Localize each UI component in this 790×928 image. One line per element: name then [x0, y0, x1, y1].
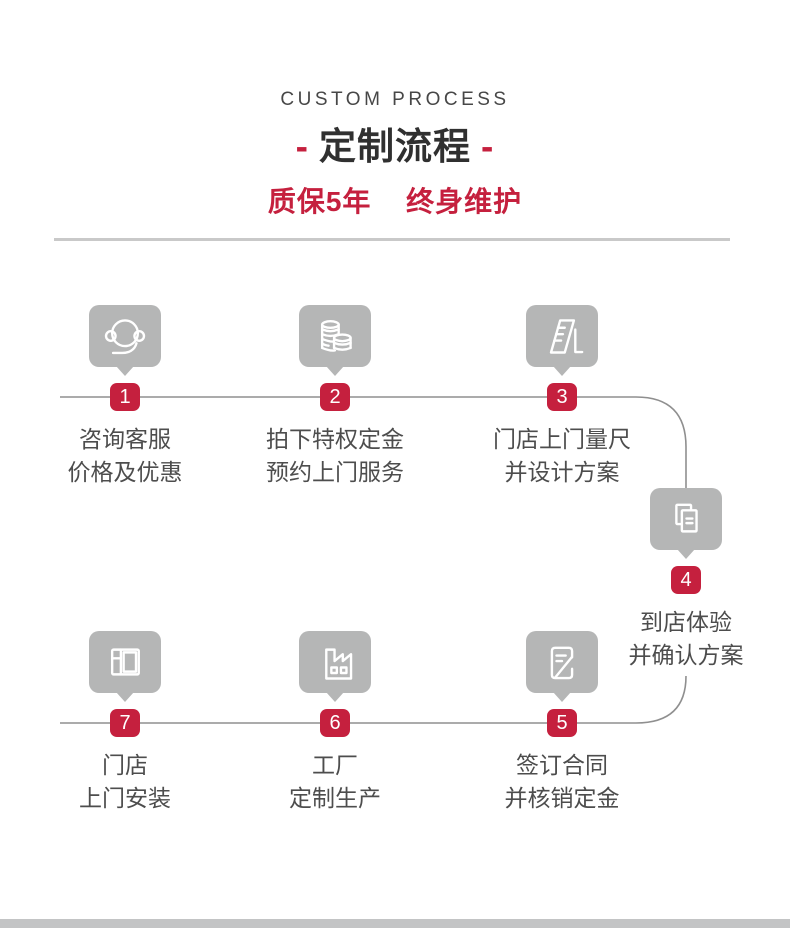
step-label: 门店上门量尺 并设计方案 — [462, 423, 662, 489]
step-2: 2 拍下特权定金 预约上门服务 — [235, 305, 435, 489]
step-4: 4 到店体验 并确认方案 — [586, 488, 786, 672]
step-label-line-2: 并确认方案 — [628, 642, 744, 668]
step-label: 门店 上门安装 — [25, 749, 225, 815]
step-label-line-1: 门店上门量尺 — [493, 426, 631, 452]
step-label-line-2: 上门安装 — [79, 785, 171, 811]
step-label-line-1: 工厂 — [312, 752, 358, 778]
step-number-badge: 4 — [671, 566, 701, 594]
step-5: 5 签订合同 并核销定金 — [462, 631, 662, 815]
step-number-badge: 2 — [320, 383, 350, 411]
icon-bubble-tail — [326, 366, 344, 376]
step-label-line-2: 预约上门服务 — [266, 459, 404, 485]
step-label-line-1: 门店 — [102, 752, 148, 778]
step-number-badge: 1 — [110, 383, 140, 411]
section-title: 定制流程 — [319, 126, 471, 167]
section-tagline: 质保5年 终身维护 — [0, 180, 790, 220]
step-label-line-2: 并核销定金 — [504, 785, 620, 811]
contract-icon — [526, 631, 598, 702]
step-number-badge: 3 — [547, 383, 577, 411]
step-label-line-2: 并设计方案 — [504, 459, 620, 485]
section-title-row: -定制流程- — [0, 116, 790, 170]
step-number-badge: 5 — [547, 709, 577, 737]
step-label-line-1: 拍下特权定金 — [266, 426, 404, 452]
step-3: 3 门店上门量尺 并设计方案 — [462, 305, 662, 489]
factory-icon — [299, 631, 371, 702]
step-label-line-1: 到店体验 — [640, 609, 732, 635]
step-label: 工厂 定制生产 — [235, 749, 435, 815]
step-label: 签订合同 并核销定金 — [462, 749, 662, 815]
coins-icon — [299, 305, 371, 376]
ruler-icon — [526, 305, 598, 376]
documents-icon — [650, 488, 722, 559]
step-label-line-2: 定制生产 — [289, 785, 381, 811]
headset-icon — [89, 305, 161, 376]
step-label: 咨询客服 价格及优惠 — [25, 423, 225, 489]
title-dash-left: - — [295, 126, 309, 167]
step-number-badge: 6 — [320, 709, 350, 737]
step-label-line-2: 价格及优惠 — [67, 459, 183, 485]
icon-bubble-tail — [553, 692, 571, 702]
section-eyebrow: CUSTOM PROCESS — [280, 89, 510, 110]
step-1: 1 咨询客服 价格及优惠 — [25, 305, 225, 489]
step-label: 拍下特权定金 预约上门服务 — [235, 423, 435, 489]
step-6: 6 工厂 定制生产 — [235, 631, 435, 815]
step-label-line-1: 咨询客服 — [79, 426, 171, 452]
header-divider — [54, 238, 730, 241]
step-label: 到店体验 并确认方案 — [586, 606, 786, 672]
tagline-warranty: 质保5年 — [267, 186, 372, 217]
step-7: 7 门店 上门安装 — [25, 631, 225, 815]
icon-bubble-tail — [116, 692, 134, 702]
step-number-badge: 7 — [110, 709, 140, 737]
icon-bubble-tail — [677, 549, 695, 559]
title-dash-right: - — [481, 126, 495, 167]
step-label-line-1: 签订合同 — [516, 752, 608, 778]
icon-bubble-tail — [326, 692, 344, 702]
icon-bubble-tail — [116, 366, 134, 376]
bottom-divider-bar — [0, 919, 790, 928]
icon-bubble-tail — [553, 366, 571, 376]
wardrobe-icon — [89, 631, 161, 702]
tagline-maintenance: 终身维护 — [406, 186, 523, 217]
